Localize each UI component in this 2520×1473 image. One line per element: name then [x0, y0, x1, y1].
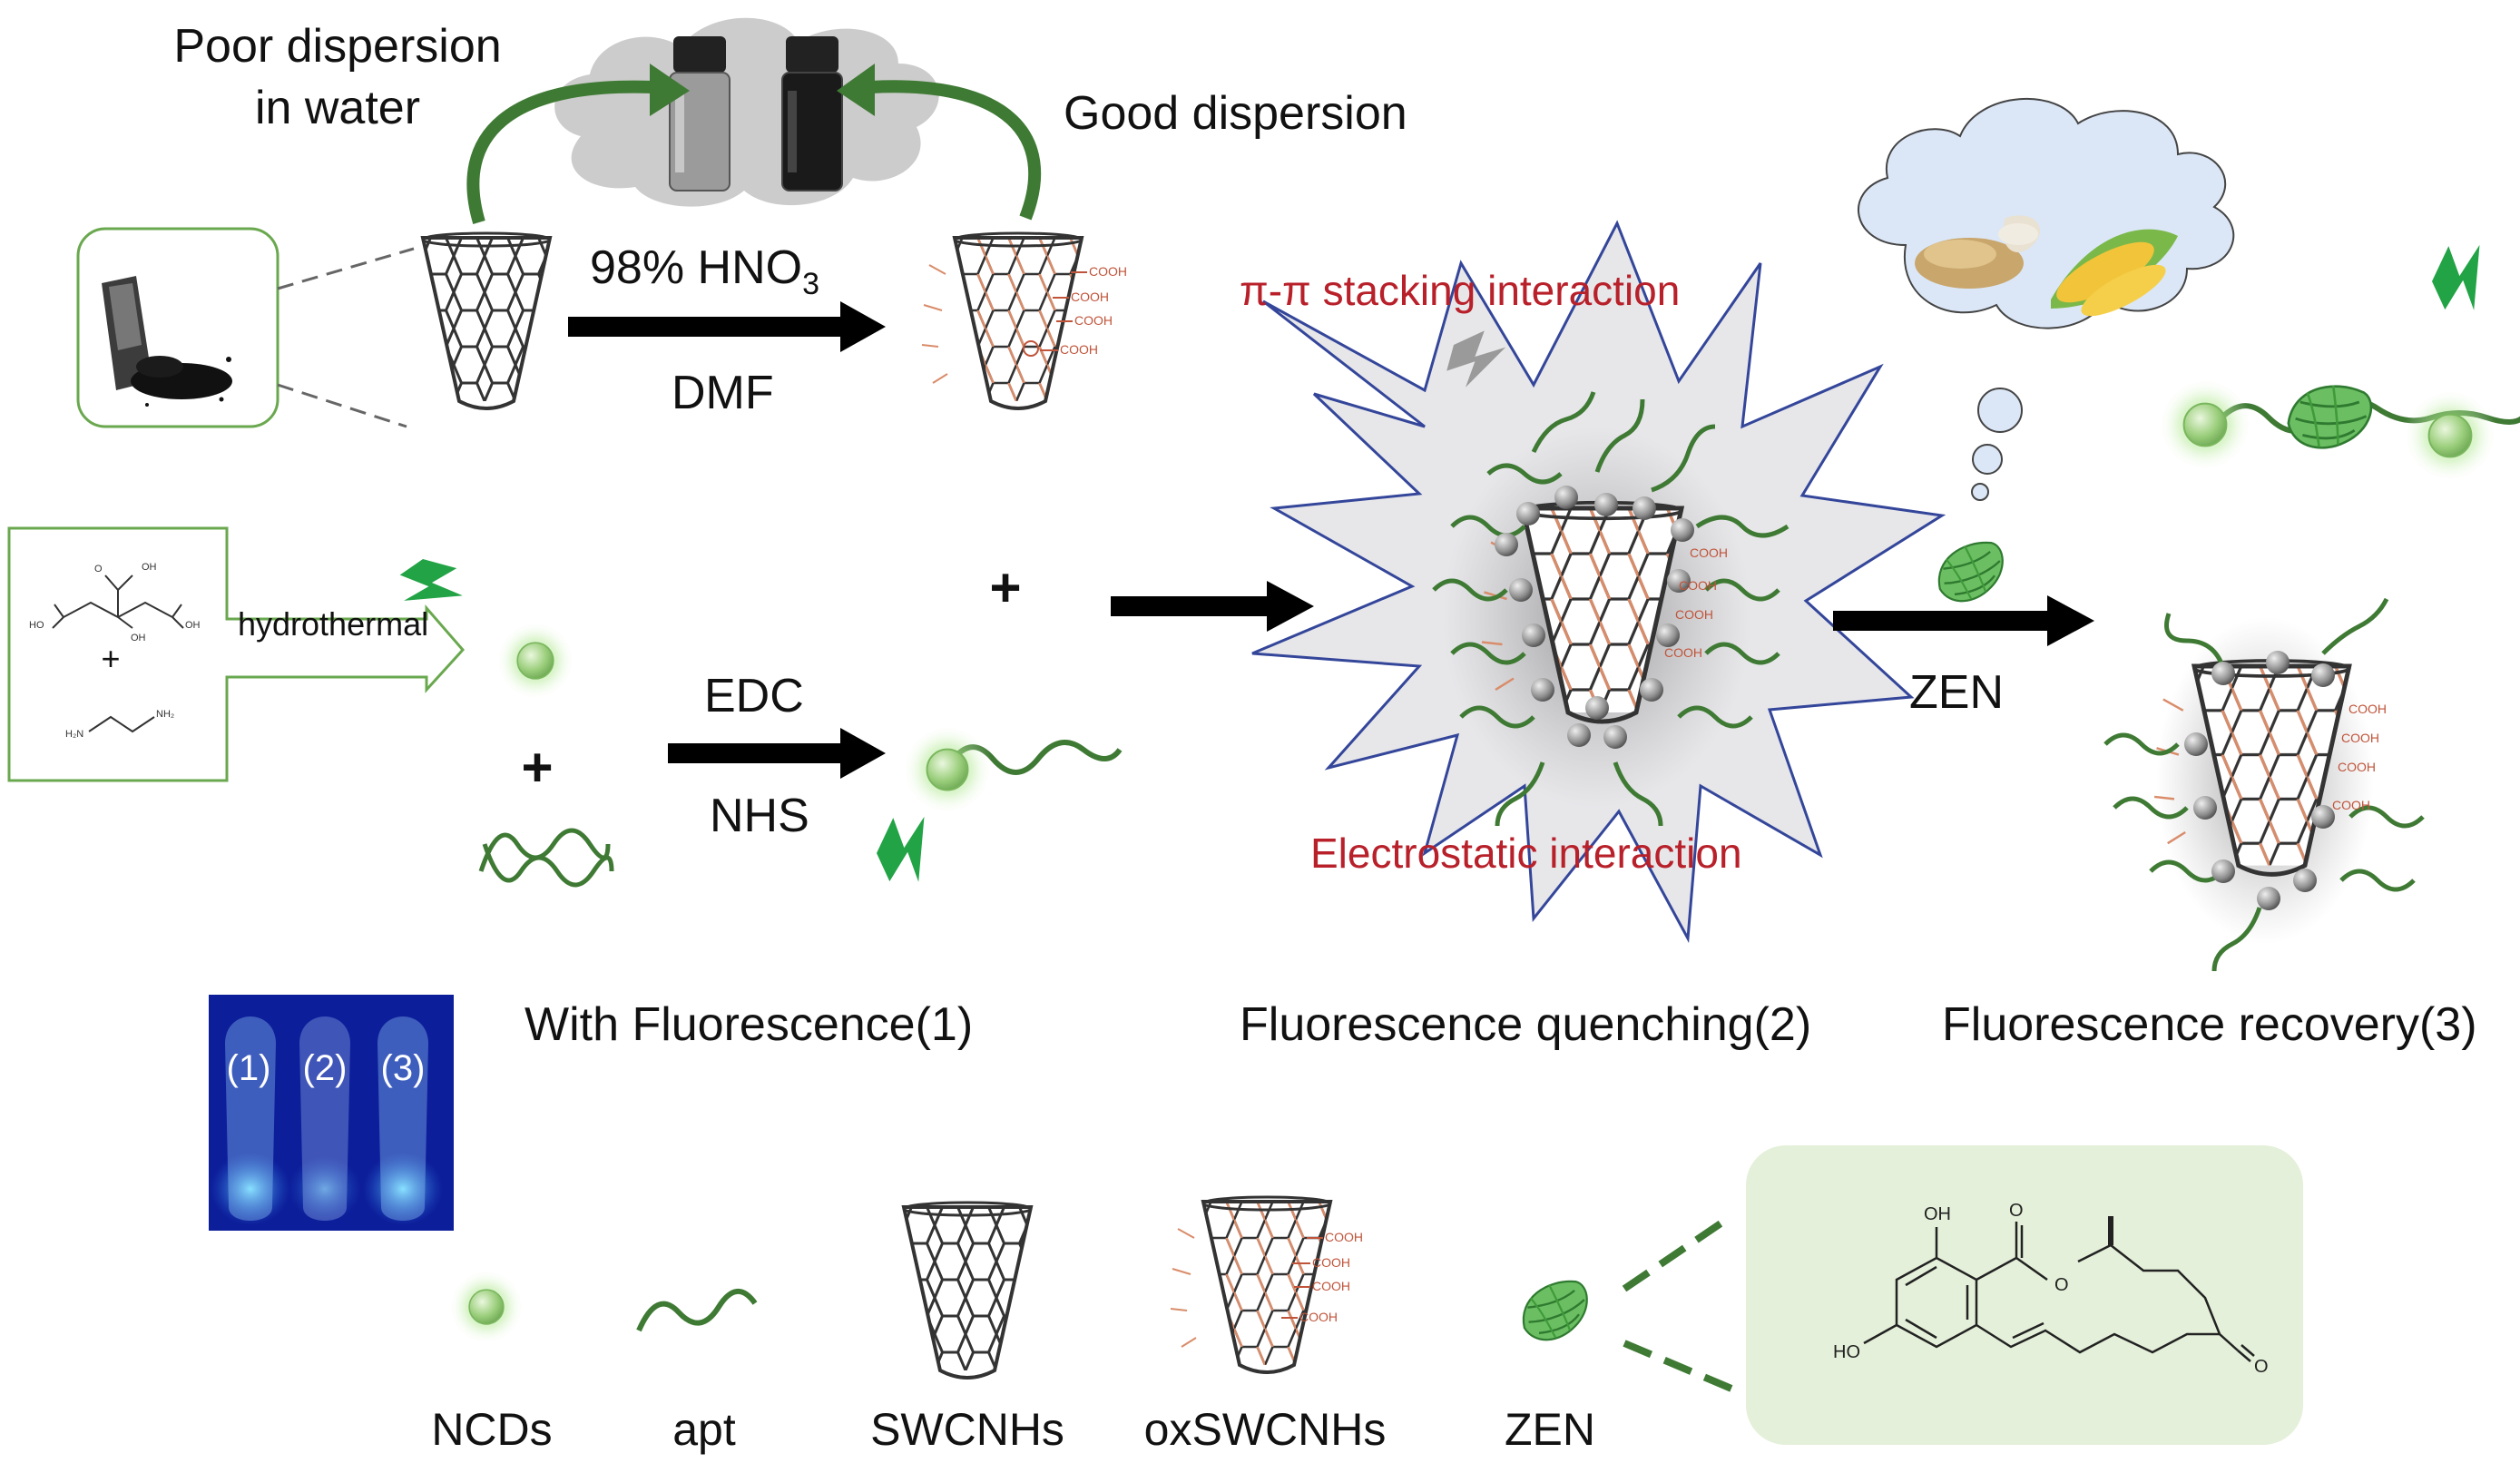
svg-text:COOH: COOH — [2341, 731, 2379, 745]
svg-text:COOH: COOH — [1071, 290, 1109, 304]
powder-box — [76, 227, 279, 428]
label-solvent: DMF — [672, 367, 774, 419]
legend-oxswcnh-icon: COOH COOH COOH COOH — [1171, 1197, 1363, 1374]
zen-leader-bottom — [1623, 1340, 1733, 1392]
svg-text:COOH: COOH — [1664, 645, 1702, 660]
legend-label-apt: apt — [672, 1404, 736, 1455]
caption-quenching: Fluorescence quenching(2) — [1240, 998, 1811, 1051]
label-zen-arrow: ZEN — [1909, 666, 2004, 719]
svg-text:(2): (2) — [303, 1048, 348, 1088]
legend-label-swcnhs: SWCNHs — [870, 1404, 1064, 1455]
svg-text:O: O — [2054, 1275, 2069, 1295]
svg-text:COOH: COOH — [2348, 702, 2387, 716]
uv-tubes-photo: (1) (2) (3) — [209, 995, 454, 1231]
lightning-icon-top-right — [2415, 230, 2510, 325]
arrow-zen-head — [2047, 595, 2094, 646]
svg-text:(3): (3) — [381, 1048, 426, 1088]
label-poor-dispersion-2: in water — [255, 82, 420, 134]
plus-ncd-apt: + — [521, 737, 553, 798]
citric-acid-structure — [52, 574, 184, 629]
precursor-box — [7, 526, 466, 782]
svg-text:COOH: COOH — [1060, 342, 1098, 357]
svg-text:COOH: COOH — [1089, 264, 1127, 279]
legend-swcnh-icon — [904, 1203, 1031, 1380]
ncd-aptamer-conjugate — [901, 723, 1123, 816]
legend-ncd-icon — [447, 1268, 525, 1346]
arrow-coupling-head — [840, 728, 886, 779]
legend-label-ncds: NCDs — [431, 1404, 552, 1455]
svg-text:OH: OH — [142, 562, 157, 573]
svg-text:NH₂: NH₂ — [156, 709, 174, 720]
svg-text:COOH: COOH — [1679, 578, 1717, 593]
free-aptamer-ncd — [2157, 377, 2520, 484]
svg-text:COOH: COOH — [1675, 607, 1713, 622]
label-acid: 98% HNO3 — [590, 241, 819, 301]
curved-arrow-right — [870, 80, 1042, 221]
powder-leader-top — [277, 247, 415, 290]
legend-label-oxswcnhs: oxSWCNHs — [1144, 1404, 1387, 1455]
svg-text:COOH: COOH — [1312, 1255, 1350, 1270]
label-pi-stacking: π-π stacking interaction — [1240, 267, 1680, 314]
svg-text:OH: OH — [1924, 1204, 1951, 1224]
zen-structure-panel: OH O O HO O — [1746, 1145, 2303, 1445]
svg-text:COOH: COOH — [1074, 313, 1113, 328]
caption-recovery: Fluorescence recovery(3) — [1942, 998, 2477, 1051]
svg-text:COOH: COOH — [2332, 798, 2370, 812]
legend-apt-icon — [636, 1289, 758, 1332]
complex-recovered: COOH COOH COOH COOH — [2103, 597, 2425, 972]
ncd-dot-hydrothermal — [495, 620, 576, 702]
swcnh-cone-top — [423, 233, 550, 410]
label-good-dispersion: Good dispersion — [1064, 87, 1407, 140]
aptamer-double-wave — [478, 828, 614, 888]
svg-text:H₂N: H₂N — [65, 729, 83, 740]
plus-middle: + — [989, 557, 1021, 618]
svg-text:OH: OH — [185, 620, 201, 631]
svg-text:COOH: COOH — [1312, 1279, 1350, 1293]
vial-good-icon — [781, 36, 843, 191]
curved-arrow-right-head — [837, 64, 875, 116]
arrow-oxidation-head — [840, 301, 886, 352]
label-nhs: NHS — [710, 790, 809, 842]
svg-text:(1): (1) — [227, 1048, 271, 1088]
svg-text:O: O — [2254, 1357, 2269, 1377]
svg-text:COOH: COOH — [1325, 1230, 1363, 1244]
lightning-icon-conjugate — [859, 801, 955, 897]
legend-zen-icon — [1512, 1272, 1599, 1349]
svg-text:O: O — [94, 564, 103, 574]
svg-text:COOH: COOH — [2338, 760, 2376, 774]
legend-label-zen: ZEN — [1505, 1404, 1595, 1455]
curved-arrow-left-head — [650, 64, 690, 116]
powder-leader-bottom — [277, 383, 407, 428]
caption-with-fluorescence: With Fluorescence(1) — [525, 998, 973, 1051]
svg-text:HO: HO — [29, 620, 44, 631]
svg-text:COOH: COOH — [1299, 1310, 1338, 1324]
svg-text:O: O — [2009, 1201, 2024, 1221]
arrow-to-complex-head — [1267, 581, 1314, 632]
complex-quenched: COOH COOH COOH COOH — [1432, 391, 1789, 827]
label-hydrothermal: hydrothermal — [238, 605, 428, 643]
label-edc: EDC — [704, 670, 804, 722]
dispersion-cloud — [554, 17, 939, 207]
grain-icon — [1915, 215, 2041, 289]
svg-text:OH: OH — [131, 633, 146, 643]
vial-poor-icon — [669, 36, 731, 191]
zen-leader-top — [1622, 1213, 1734, 1292]
curved-arrow-left — [466, 80, 654, 224]
svg-text:COOH: COOH — [1690, 545, 1728, 560]
label-electrostatic: Electrostatic interaction — [1310, 830, 1742, 877]
label-poor-dispersion-1: Poor dispersion — [173, 20, 501, 73]
ethylenediamine-structure: H₂N NH₂ — [65, 709, 174, 740]
oxswcnh-cone-top: COOH COOH COOH COOH — [922, 233, 1127, 410]
plus-precursors: + — [101, 640, 120, 677]
corn-icon — [2051, 229, 2178, 317]
zen-molecule-floating — [1927, 534, 2015, 610]
svg-text:HO: HO — [1833, 1342, 1860, 1362]
